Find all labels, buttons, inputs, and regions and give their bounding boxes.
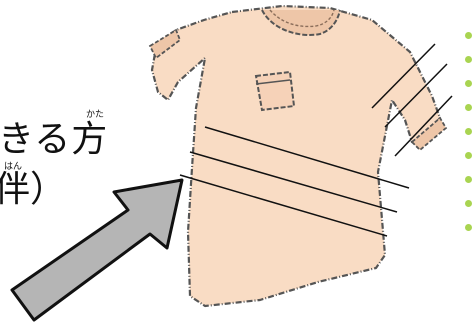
shirt-right-cuff bbox=[410, 116, 448, 152]
accent-dot bbox=[465, 32, 472, 39]
shirt-body bbox=[150, 4, 442, 308]
body-lines bbox=[179, 126, 410, 237]
accent-dot bbox=[465, 152, 472, 159]
pointing-arrow-icon bbox=[10, 178, 184, 322]
accent-dot bbox=[465, 128, 472, 135]
ruby-kata: かた bbox=[86, 110, 105, 120]
shirt-icon bbox=[148, 4, 448, 308]
sleeve-line-2 bbox=[384, 63, 448, 128]
shirt-collar bbox=[261, 9, 341, 36]
accent-dot bbox=[465, 80, 472, 87]
accent-dot bbox=[465, 224, 472, 231]
shirt-left-cuff bbox=[148, 28, 182, 60]
accent-dot bbox=[465, 104, 472, 111]
sleeve-lines bbox=[371, 43, 453, 157]
shirt-collar-inner bbox=[269, 9, 335, 28]
ruby-han: はん bbox=[4, 162, 23, 172]
sleeve-line-1 bbox=[371, 43, 436, 109]
accent-dots bbox=[465, 32, 474, 248]
accent-dot bbox=[465, 176, 472, 183]
sleeve-line-3 bbox=[394, 95, 453, 157]
body-line-1 bbox=[204, 126, 410, 189]
body-line-2 bbox=[189, 151, 398, 213]
text-line-1: きる方 bbox=[0, 119, 109, 160]
shirt-pocket bbox=[254, 70, 296, 112]
text-line-2: 伴） bbox=[0, 169, 67, 210]
shirt-pocket-flap bbox=[255, 79, 291, 85]
accent-dot bbox=[465, 200, 472, 207]
accent-dot bbox=[465, 56, 472, 63]
body-line-3 bbox=[179, 174, 388, 237]
